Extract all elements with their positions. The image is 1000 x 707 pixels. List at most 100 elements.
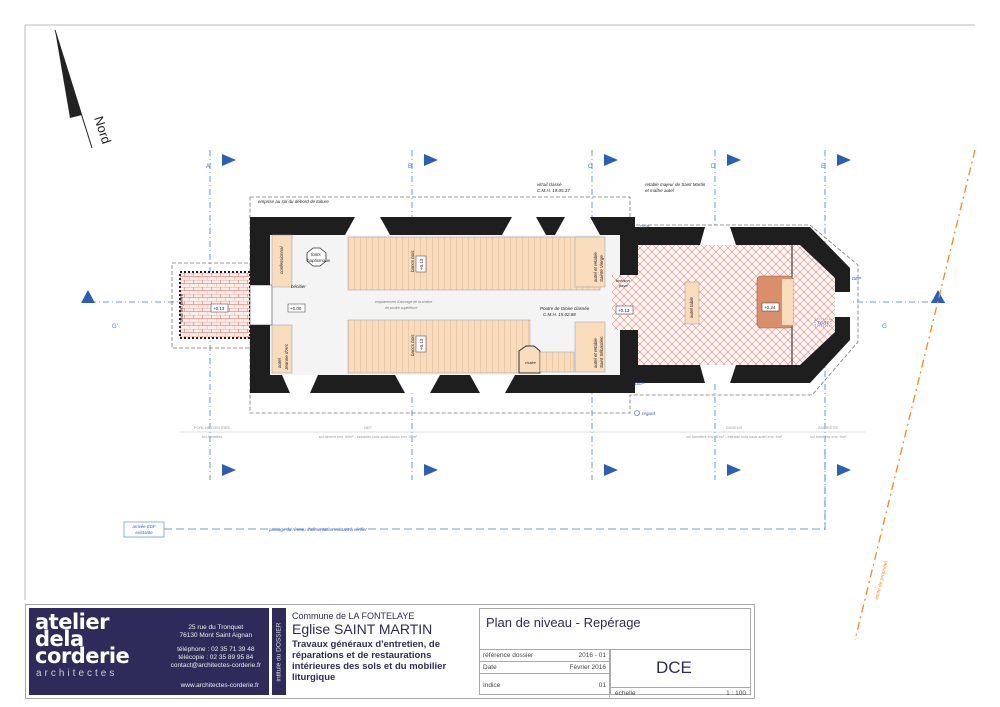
scale-label: échelle	[615, 690, 636, 697]
regard-icon	[634, 410, 640, 416]
tgbt-box	[814, 318, 832, 327]
commune: Commune de LA FONTELAYE	[292, 611, 415, 621]
zone-porch-name: PORCHE D'ENTRÉE	[194, 425, 231, 430]
seuil-label: seuil en pierre	[179, 293, 184, 322]
church-name: Eglise SAINT MARTIN	[292, 621, 433, 637]
address-line-1: 25 rue du Tronquet	[188, 624, 244, 631]
pews-south	[347, 319, 531, 374]
firm-address: 25 rue du Tronquet 76130 Mont Saint Aign…	[171, 624, 261, 670]
altar-table-label: autel table	[689, 297, 694, 318]
level-pews-north: +0.13	[419, 258, 424, 270]
indice-value: 01	[598, 682, 606, 689]
plan-title: Plan de niveau - Repérage	[486, 615, 641, 630]
dep-label-1: DEP	[640, 224, 649, 229]
zone-nave-floor: sol ciment env. 90m² - estrades bois sou…	[319, 435, 418, 439]
boisson-label: boisson	[616, 278, 631, 283]
north-label: Nord	[91, 114, 114, 145]
title-block: atelier dela corderie architectes 25 rue…	[25, 604, 755, 699]
pews-label-south: bancs bois	[410, 334, 415, 356]
pews-north	[347, 236, 601, 291]
level-pews-south: +0.13	[419, 338, 424, 350]
ref-label: référence dossier	[483, 652, 534, 659]
entrance-door	[249, 284, 273, 326]
pulpit	[518, 345, 541, 374]
chancel-floor	[638, 245, 835, 365]
zone-nave-name: NEF	[364, 426, 372, 430]
north-arrow-icon: Nord	[54, 29, 114, 149]
fonts-label-2: baptismaux	[307, 258, 331, 263]
scale-value: 1 : 100	[726, 690, 746, 697]
jeanne-label-2: Jeanne d'Arc	[284, 343, 289, 371]
dep-label-2: DEP	[852, 276, 861, 281]
sebastien-label: autel et retable	[593, 338, 598, 368]
baptismal-font	[306, 247, 327, 267]
network-label: passage du réseau d'alimentation existan…	[268, 527, 367, 532]
dossier-label-strip: intitulé du DOSSIER	[272, 608, 286, 695]
brand-sub: architectes	[36, 668, 118, 679]
scale-row: échelle 1 : 100	[611, 687, 750, 699]
zone-sacristy-floor: sol tomettes env. 5m²	[810, 435, 847, 439]
fax: télécopie : 02 35 89 95 84	[178, 654, 254, 661]
altar-vierge	[574, 236, 606, 288]
network-line	[164, 450, 826, 530]
zone-sacristy-name: SACRISTIE	[818, 426, 839, 430]
phase: DCE	[656, 658, 692, 677]
beam-note: emplacement d'ancrage de la chaîne	[375, 300, 432, 304]
pulpit-stairs	[539, 351, 575, 373]
chancel-step	[612, 275, 640, 330]
level-nave: +0.00	[290, 306, 302, 311]
vitrail-label: vitrail classé	[537, 182, 562, 187]
section-markers	[81, 154, 945, 476]
drawing-info: Plan de niveau - Repérage référence doss…	[479, 608, 751, 697]
retable-label: retable majeur de Saint Martin	[645, 182, 706, 187]
level-chancel: +0.13	[618, 308, 630, 313]
section-label-g-prime: G'	[112, 324, 118, 330]
grid-label-c: C	[588, 164, 593, 170]
beam-ref: C.M.H. 15.02.88	[543, 312, 576, 317]
property-limit-line	[854, 149, 976, 641]
nave-windows	[282, 217, 600, 393]
beam-note-2: de poutre supérieure	[385, 306, 417, 310]
level-altar: +0.24	[764, 305, 776, 310]
section-label-g: G	[882, 324, 887, 330]
vierge-label: autel et retable	[593, 252, 598, 282]
edf-box	[123, 521, 165, 538]
sebastien-label-2: Saint Sébastien	[599, 336, 604, 368]
chancel-windows	[700, 227, 850, 383]
project-description: Travaux généraux d'entretien, de réparat…	[292, 639, 447, 683]
regard-label: regard	[642, 411, 656, 416]
retable-label-2: et maître autel	[645, 188, 675, 193]
boisson-label-2: pavé	[618, 283, 628, 288]
vitrail-ref: C.M.H. 19.05.37	[537, 188, 570, 193]
tgbt-label: TGBT	[817, 321, 830, 326]
confessional	[271, 234, 293, 288]
roof-label: emprise au sol du débord de toiture	[258, 199, 329, 204]
brand-line-1: atelier	[35, 610, 109, 634]
grid-label-b: B	[408, 164, 412, 170]
retable	[782, 279, 793, 325]
edf-label-2: existante	[135, 530, 153, 535]
altar-sebastien	[574, 321, 606, 373]
brand-line-2: dela	[35, 627, 84, 651]
level-porch: +0.13	[213, 306, 225, 311]
roof-overhang-outline	[249, 196, 859, 414]
sheet-border	[24, 24, 975, 600]
fonts-label: fonts	[311, 252, 322, 257]
grid-label-a: A	[206, 164, 210, 170]
grid-label-e: E	[821, 164, 825, 170]
zone-chancel-floor: sol tomettes env. 30m² - estrade bois so…	[686, 435, 783, 439]
altar-table	[684, 281, 700, 325]
pulpit-label: chaire	[525, 360, 537, 365]
dossier-label: intitulé du DOSSIER	[275, 622, 283, 681]
zone-porch-floor: sol tomettes	[202, 435, 223, 439]
email: contact@architectes-corderie.fr	[170, 662, 261, 669]
benitier-label: bénitier	[291, 284, 306, 289]
pews-label-north: bancs bois	[410, 250, 415, 272]
confessional-label: confessionnal	[279, 245, 284, 274]
dep-label-3: DEP	[635, 381, 644, 386]
zone-chancel-name: CHOEUR	[726, 426, 743, 430]
vierge-label-2: Sainte Vierge	[599, 255, 604, 282]
